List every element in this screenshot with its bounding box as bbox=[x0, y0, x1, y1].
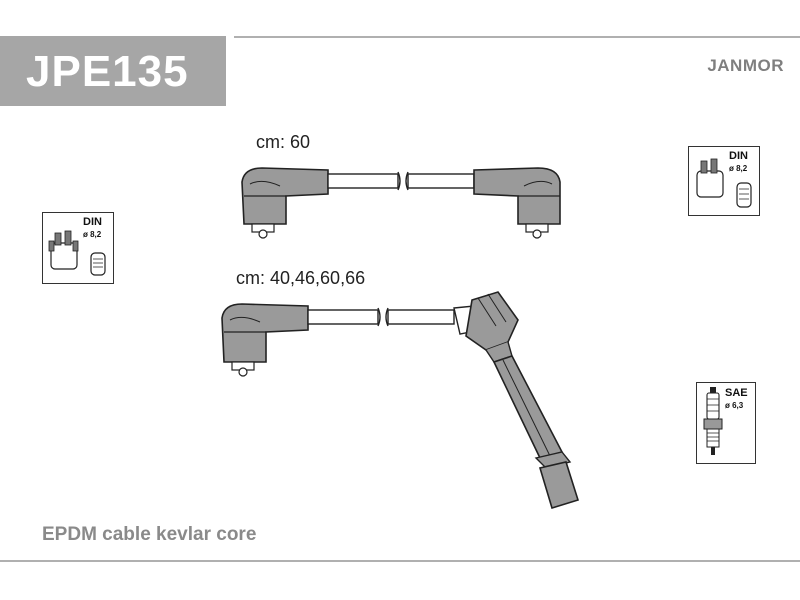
spark-plug-icon bbox=[703, 387, 723, 455]
connector-badge-din-right: DIN ø 8,2 bbox=[688, 146, 760, 216]
badge-diameter: ø 8,2 bbox=[83, 230, 102, 239]
coil-connector-icon bbox=[696, 158, 752, 208]
connector-badge-sae: SAE ø 6,3 bbox=[696, 382, 756, 464]
badge-diameter: ø 8,2 bbox=[729, 164, 748, 173]
badge-diameter: ø 6,3 bbox=[725, 401, 744, 410]
cable-2-left-boot bbox=[221, 303, 309, 377]
bottom-divider bbox=[0, 560, 800, 562]
cable-1-left-boot bbox=[241, 167, 329, 239]
cable-length-label-2: cm: 40,46,60,66 bbox=[236, 268, 366, 288]
badge-standard: DIN bbox=[729, 150, 748, 162]
distributor-cap-icon bbox=[48, 230, 106, 276]
cable-1-right-boot bbox=[473, 167, 561, 239]
badge-standard: SAE bbox=[725, 387, 748, 399]
brand-name: JANMOR bbox=[707, 56, 784, 75]
cable-2 bbox=[221, 291, 580, 510]
cable-length-label-1: cm: 60 bbox=[256, 132, 311, 152]
cable-1 bbox=[241, 167, 561, 239]
top-divider bbox=[234, 36, 800, 38]
badge-standard: DIN bbox=[83, 216, 102, 228]
connector-badge-din-left: DIN ø 8,2 bbox=[42, 212, 114, 284]
product-description: EPDM cable kevlar core bbox=[42, 524, 257, 545]
part-code: JPE135 bbox=[26, 47, 189, 96]
part-code-box bbox=[0, 36, 226, 106]
cable-2-plug-boot bbox=[453, 291, 580, 510]
